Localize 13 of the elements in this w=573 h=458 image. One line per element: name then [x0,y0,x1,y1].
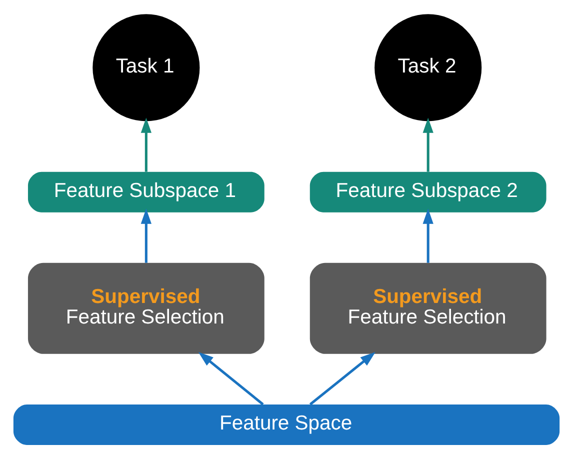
node-circle: Task 1 [92,14,200,121]
arrow [198,351,264,405]
node-box: Feature Subspace 2 [310,171,546,212]
arrow [309,351,376,405]
node-box: Feature Space [13,404,560,444]
node-box: Feature Subspace 1 [28,171,264,212]
node-box: Supervised Feature Selection [28,262,264,354]
node-circle: Task 2 [374,14,482,121]
arrow [422,208,434,262]
arrow [422,117,434,172]
node-box: Supervised Feature Selection [310,262,546,354]
arrow [140,208,152,262]
arrow [140,117,152,172]
